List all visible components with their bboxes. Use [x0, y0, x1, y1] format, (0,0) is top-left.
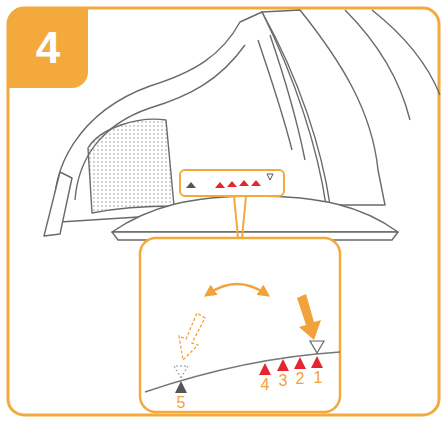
zoom-stem [234, 196, 246, 238]
pointer-mark [267, 174, 273, 180]
strap [44, 172, 72, 236]
side-wing [54, 12, 326, 222]
pointer-mark [310, 341, 324, 353]
position-number: 4 [261, 376, 270, 394]
seat-back-edge [345, 10, 440, 120]
position-number: 2 [296, 370, 305, 388]
position-mark [259, 356, 323, 375]
position-number: 1 [314, 369, 323, 387]
car-seat [44, 10, 440, 240]
zoom-box [140, 238, 340, 412]
position-mark [215, 180, 261, 188]
position-number: 5 [177, 394, 186, 412]
pointer-mark-ghost [174, 366, 188, 378]
base [112, 196, 398, 232]
position-mark [186, 182, 196, 188]
position-mark [175, 381, 187, 393]
step-number: 4 [36, 23, 60, 73]
scale-arc [145, 352, 340, 392]
harness-strap [258, 35, 305, 160]
position-number: 3 [279, 372, 288, 390]
ghost-arrow [179, 313, 205, 360]
push-arrow [297, 294, 321, 340]
frame [8, 8, 439, 415]
swing-arrow [208, 284, 266, 294]
highlight-box [180, 170, 284, 196]
mesh-panel [88, 119, 174, 213]
step-badge: 4 [8, 8, 88, 88]
